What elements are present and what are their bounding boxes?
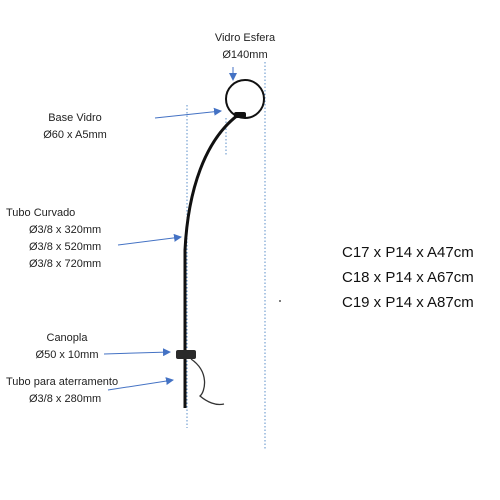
label-base-vidro-spec: Ø60 x A5mm <box>43 129 107 141</box>
dimension-line-1: C17 x P14 x A47cm <box>342 244 474 261</box>
label-tubo-aterramento-name: Tubo para aterramento <box>6 376 119 388</box>
label-tubo-aterramento-spec: Ø3/8 x 280mm <box>29 393 102 405</box>
label-tubo-curvado-spec-2: Ø3/8 x 520mm <box>29 241 102 253</box>
label-canopla-name: Canopla <box>46 332 88 344</box>
arrow-tubo-aterramento <box>107 377 174 391</box>
label-canopla: Canopla Ø50 x 10mm <box>22 330 112 364</box>
arrow-tubo-curvado <box>117 233 182 246</box>
arrow-canopla <box>103 348 171 357</box>
dimensions-list: C17 x P14 x A47cm C18 x P14 x A67cm C19 … <box>342 240 474 315</box>
label-vidro-esfera-spec: Ø140mm <box>222 49 268 61</box>
canopy <box>176 350 196 359</box>
dimension-line-3: C19 x P14 x A87cm <box>342 294 474 311</box>
label-vidro-esfera-name: Vidro Esfera <box>214 32 276 44</box>
label-base-vidro: Base Vidro Ø60 x A5mm <box>30 110 120 144</box>
label-canopla-spec: Ø50 x 10mm <box>35 349 99 361</box>
label-tubo-curvado-spec-1: Ø3/8 x 320mm <box>29 224 102 236</box>
dimension-line-2: C18 x P14 x A67cm <box>342 269 474 286</box>
label-tubo-aterramento: Tubo para aterramento Ø3/8 x 280mm <box>6 374 118 408</box>
cable <box>190 358 225 406</box>
label-tubo-curvado: Tubo Curvado Ø3/8 x 320mm Ø3/8 x 520mm Ø… <box>6 205 101 273</box>
arrow-base-vidro <box>154 107 222 119</box>
curved-tube <box>183 113 240 357</box>
label-tubo-curvado-name: Tubo Curvado <box>6 207 76 219</box>
label-base-vidro-name: Base Vidro <box>48 112 102 124</box>
label-tubo-curvado-spec-3: Ø3/8 x 720mm <box>29 258 102 270</box>
label-vidro-esfera: Vidro Esfera Ø140mm <box>200 30 290 64</box>
glass-sphere <box>225 79 265 119</box>
stray-dot <box>279 300 281 302</box>
